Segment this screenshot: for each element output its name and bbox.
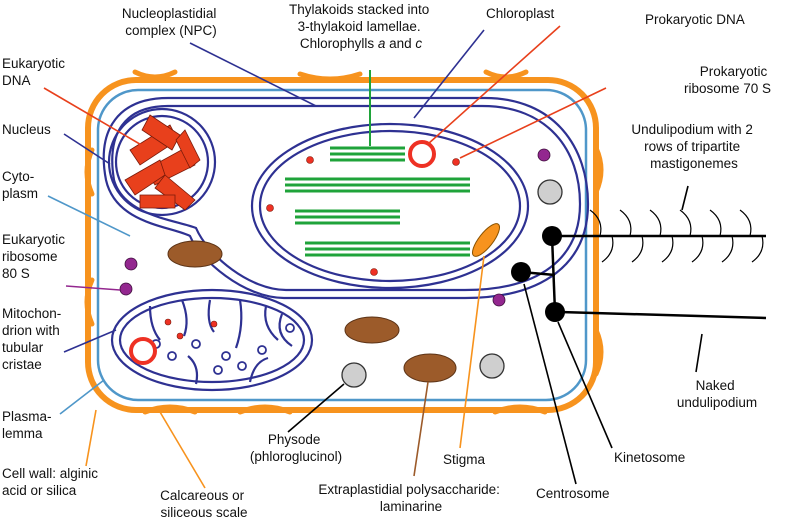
scale-label: Calcareous or siliceous scale xyxy=(160,488,248,520)
cell-wall-label: Cell wall: alginic acid or silica xyxy=(2,466,102,498)
prokaryotic-dna xyxy=(408,140,436,168)
eukaryotic-dna xyxy=(124,114,201,211)
polysaccharide-label: Extraplastidial polysaccharide: laminari… xyxy=(318,482,503,514)
eukaryotic-ribosome xyxy=(124,257,138,271)
eukaryotic-ribosome-label: Eukaryotic ribosome 80 S xyxy=(2,232,69,281)
kinetosome-label: Kinetosome xyxy=(614,450,685,465)
mitochondrial-dna xyxy=(129,337,157,365)
mitochondrial-vesicles xyxy=(151,323,295,375)
polysaccharide-granule xyxy=(344,316,400,344)
nucleoplastidial-complex xyxy=(102,96,590,300)
leader-lines xyxy=(43,25,703,489)
centrosome-label: Centrosome xyxy=(536,486,610,501)
prokaryotic-dna-label: Prokaryotic DNA xyxy=(645,12,745,27)
cytoplasm-label: Cyto- plasm xyxy=(2,169,38,201)
thylakoid-lamellae xyxy=(285,146,470,257)
eukaryotic-ribosome xyxy=(492,293,506,307)
physode-label: Physode (phloroglucinol) xyxy=(250,432,342,464)
stigma xyxy=(472,223,500,257)
chloroplast-label: Chloroplast xyxy=(486,6,555,21)
mastigonemes xyxy=(589,209,764,263)
physode xyxy=(479,353,505,379)
undulipodium-label: Undulipodium with 2 rows of tripartite m… xyxy=(631,122,756,171)
polysaccharide-granule xyxy=(403,353,457,383)
nucleus-label: Nucleus xyxy=(2,122,51,137)
eukaryotic-ribosome xyxy=(119,282,133,296)
polysaccharide-granule xyxy=(167,240,223,268)
physode xyxy=(537,179,563,205)
eukaryotic-ribosome xyxy=(537,148,551,162)
prokaryotic-ribosomes xyxy=(266,156,460,276)
mitochondrion xyxy=(110,288,314,392)
kinetosomes xyxy=(511,226,565,322)
prokaryotic-ribosome-label: Prokaryotic ribosome 70 S xyxy=(684,64,771,96)
cell-wall xyxy=(85,77,599,413)
npc-label: Nucleoplastidial complex (NPC) xyxy=(122,6,220,38)
plasmalemma xyxy=(96,88,588,402)
mitochondrial-ribosomes xyxy=(164,318,218,340)
mitochondrion-label: Mitochon- drion with tubular cristae xyxy=(2,306,65,372)
plasmalemma-label: Plasma- lemma xyxy=(2,409,55,441)
physode xyxy=(341,362,367,388)
flagellar-apparatus xyxy=(520,234,767,320)
eukaryotic-dna-label: Eukaryotic DNA xyxy=(2,56,69,88)
stigma-label: Stigma xyxy=(443,452,486,467)
thylakoids-label: Thylakoids stacked into 3-thylakoid lame… xyxy=(289,2,433,51)
naked-undulipodium-label: Naked undulipodium xyxy=(677,378,757,410)
